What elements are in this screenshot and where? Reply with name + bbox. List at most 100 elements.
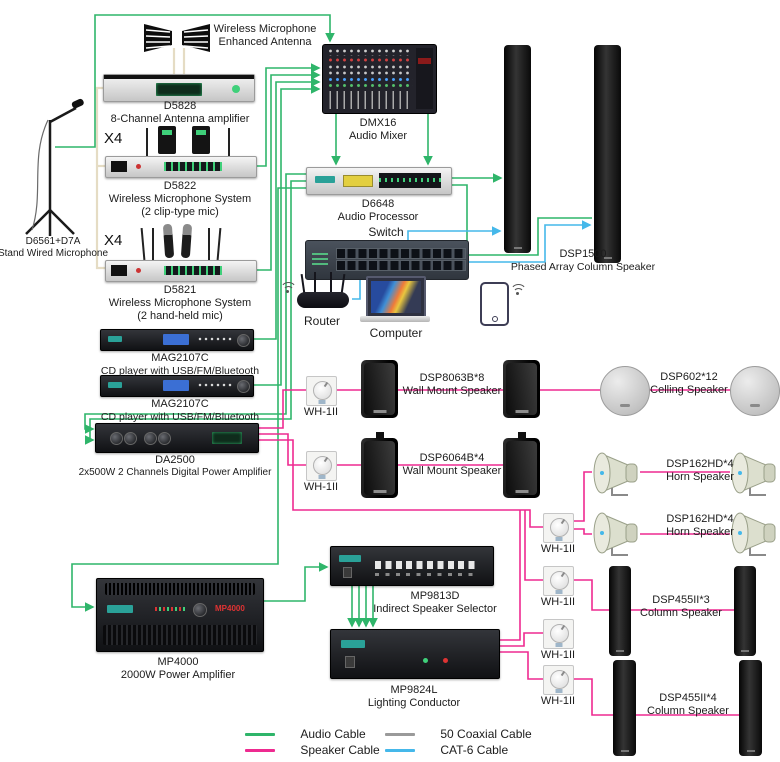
wh1ii-volume-control — [306, 451, 337, 481]
dsp6064b-wall-speaker — [361, 432, 398, 498]
stand-microphone — [25, 98, 84, 236]
dsp1500-column-speaker — [594, 45, 621, 263]
legend-audio-cable: Audio Cable — [245, 727, 366, 741]
mp9824l-lighting-conductor — [330, 629, 500, 679]
mag2107c-cd-player — [100, 375, 254, 397]
d6648-audio-processor — [306, 167, 452, 195]
mp4000-power-amplifier: MP4000 — [96, 578, 264, 652]
dsp162hd-horn-speaker — [593, 512, 638, 556]
speaker-cable-line — [498, 651, 543, 680]
audio-cable-line — [85, 180, 306, 445]
legend-speaker-cable: Speaker Cable — [245, 743, 380, 757]
dsp1500-column-speaker — [504, 45, 531, 253]
speaker-cable-swatch — [245, 749, 275, 753]
legend-cat6-cable: CAT-6 Cable — [385, 743, 508, 757]
router-label: Router — [303, 314, 341, 328]
audio-cable-line — [450, 184, 592, 256]
speaker-cable-line — [498, 510, 521, 641]
speaker-cable-line — [570, 678, 613, 716]
dsp162hd-horn-speaker — [731, 452, 776, 496]
wh1ii-label: WH-1II — [540, 649, 576, 661]
cat6-cable-line — [352, 278, 361, 300]
wh1ii-label: WH-1II — [540, 596, 576, 608]
computer-base — [360, 316, 430, 322]
d5822-qty-label: X4 — [104, 130, 123, 147]
dsp602-ceiling-speaker — [730, 366, 780, 416]
wh1ii-label: WH-1II — [540, 695, 576, 707]
d5821-qty-label: X4 — [104, 232, 123, 249]
audio-cable-line — [255, 63, 321, 167]
legend-coax-cable: 50 Coaxial Cable — [385, 727, 532, 741]
d5828-antenna-amplifier — [103, 74, 255, 102]
audio-cable-line — [255, 70, 321, 271]
coax-cable-swatch — [385, 733, 415, 737]
dsp455ii-column-speaker — [613, 660, 636, 756]
wifi-icon — [509, 283, 527, 296]
dsp455ii-column-speaker — [609, 566, 631, 656]
dsp6064b-wall-speaker — [503, 432, 540, 498]
speaker-cable-line — [257, 389, 306, 429]
dsp8063b-wall-speaker — [503, 360, 540, 418]
wh1ii-volume-control — [543, 513, 574, 543]
router-device — [297, 292, 349, 308]
audio-cable-line — [252, 84, 321, 386]
directional-antenna-icon — [143, 23, 173, 53]
d5822-wireless-mic-receiver — [105, 156, 257, 178]
computer-screen — [366, 276, 426, 318]
dsp455ii-column-speaker — [739, 660, 762, 756]
bodypack-transmitter — [158, 126, 176, 154]
audio-cable-line — [252, 77, 321, 340]
wifi-icon — [279, 281, 297, 294]
smartphone — [480, 282, 509, 326]
mp9813d-speaker-selector — [330, 546, 494, 586]
speaker-cable-line — [524, 510, 543, 581]
mag2107c-cd-player — [100, 329, 254, 351]
dsp162hd-horn-speaker — [731, 512, 776, 556]
speaker-cable-line — [570, 528, 592, 535]
wh1ii-volume-control — [543, 566, 574, 596]
dsp162hd-horn-speaker — [593, 452, 638, 496]
audio-cable-line — [71, 187, 306, 612]
audio-cable-line — [262, 562, 329, 602]
d5821-wireless-mic-receiver — [105, 260, 257, 282]
network-switch — [305, 240, 469, 280]
audio-cable-swatch — [245, 733, 275, 737]
dsp455ii-column-speaker — [734, 566, 756, 656]
directional-antenna-icon — [181, 23, 211, 53]
speaker-cable-line — [570, 471, 592, 522]
speaker-cable-line — [498, 632, 543, 647]
bodypack-transmitter — [192, 126, 210, 154]
dsp8063b-wall-speaker — [361, 360, 398, 418]
wh1ii-label: WH-1II — [303, 406, 339, 418]
dsp602-ceiling-speaker — [600, 366, 650, 416]
switch-label: Switch — [368, 225, 404, 239]
wh1ii-label: WH-1II — [540, 543, 576, 555]
wh1ii-volume-control — [543, 665, 574, 695]
cat6-cable-line — [452, 220, 592, 263]
da2500-power-amplifier — [95, 423, 259, 453]
audio-cable-line — [55, 14, 335, 148]
cat6-cable-swatch — [385, 749, 415, 753]
speaker-cable-line — [257, 433, 306, 466]
wh1ii-volume-control — [306, 376, 337, 406]
wh1ii-label: WH-1II — [303, 481, 339, 493]
coax-cable-line — [95, 86, 105, 270]
